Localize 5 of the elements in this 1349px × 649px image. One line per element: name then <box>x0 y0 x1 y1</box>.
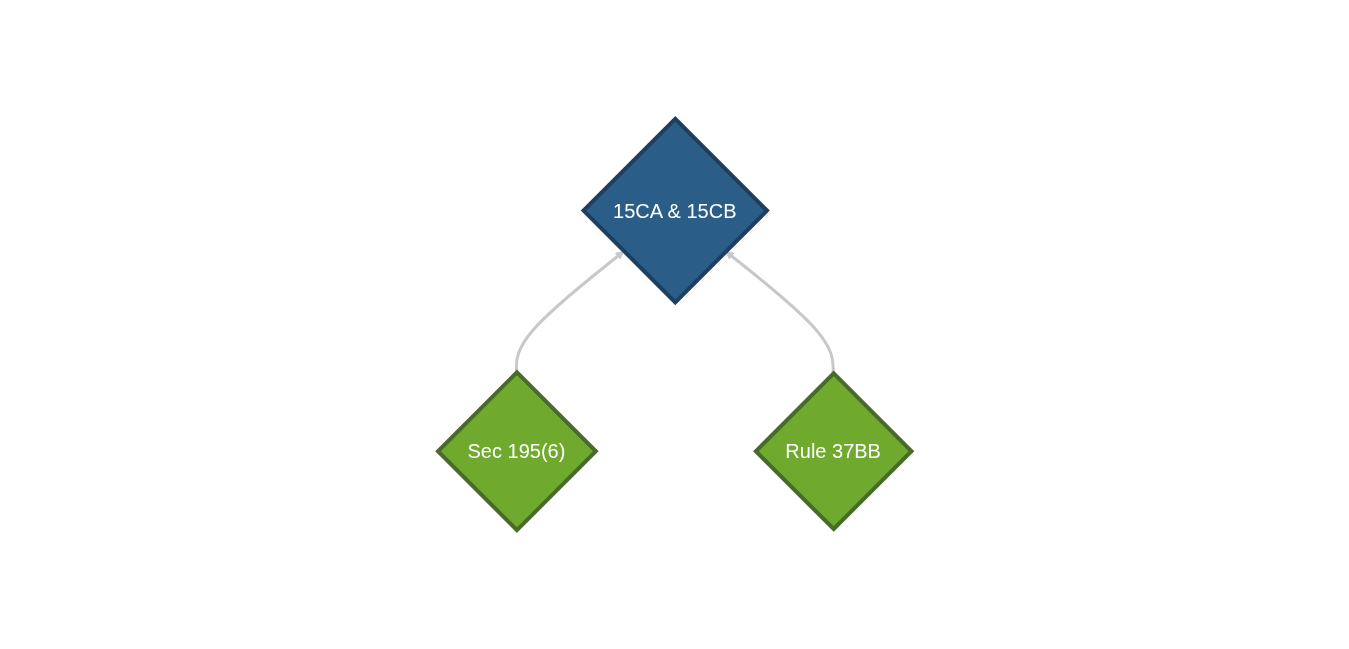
node-diamond: Sec 195(6) <box>434 369 599 533</box>
arrow <box>514 250 624 373</box>
node-diamond: Rule 37BB <box>752 370 915 532</box>
arrow <box>725 250 835 374</box>
node-diamond: 15CA & 15CB <box>580 116 770 306</box>
